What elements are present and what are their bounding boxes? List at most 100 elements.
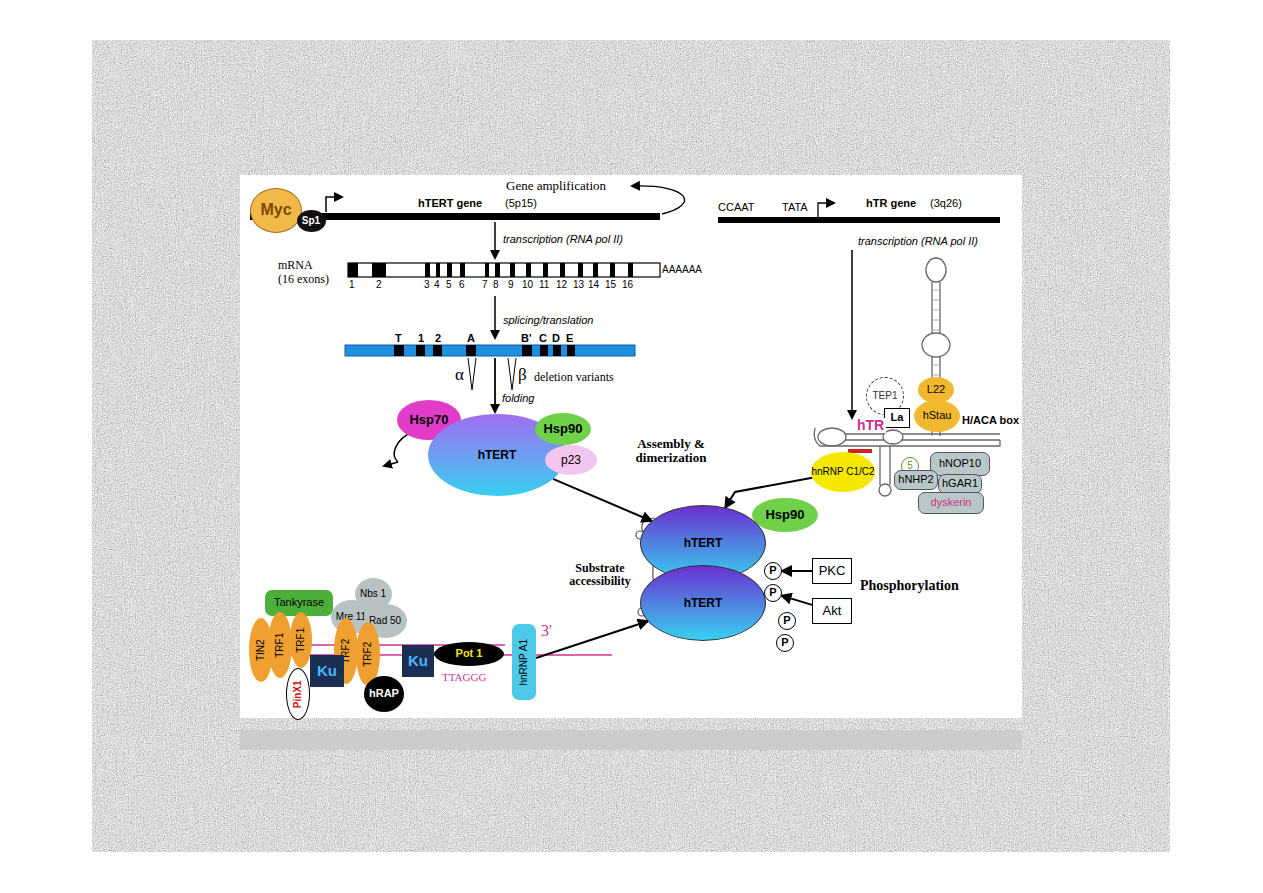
label: 4 [434, 279, 440, 290]
node-text: TRF1 [275, 633, 286, 658]
node-text: hTERT [478, 449, 517, 462]
node-text: TRF2 [363, 642, 374, 667]
chaperone-node: p23 [545, 445, 597, 475]
node-text: Hsp90 [765, 508, 804, 522]
protein-node: hnRNP A1 [512, 624, 536, 700]
node-text: hTERT [684, 597, 723, 610]
label: Phosphorylation [860, 578, 959, 593]
label: (16 exons) [278, 273, 329, 286]
node-text: P [769, 565, 776, 577]
label: H/ACA box [960, 414, 1021, 426]
node-text: P [781, 637, 788, 649]
label: 12 [556, 279, 567, 290]
label: (3q26) [930, 197, 962, 209]
label: Assembly & dimerization [612, 437, 730, 466]
node-text: Myc [260, 202, 291, 219]
node-text: hNOP10 [939, 458, 981, 470]
phosphate-node: P [778, 612, 796, 630]
label: 14 [588, 279, 599, 290]
label: 6 [459, 279, 465, 290]
node-text: TRF1 [296, 628, 307, 653]
label: Substrate accessibility [552, 562, 648, 588]
kinase-node: Akt [812, 598, 852, 624]
protein-node: PinX1 [286, 668, 310, 720]
protein-node: Ku [402, 645, 434, 677]
mRNA-exons [348, 263, 660, 338]
label: hTR [855, 418, 886, 433]
protein-node: La [884, 408, 910, 428]
protein-node: hGAR1 [938, 474, 982, 494]
label: mRNA [278, 259, 313, 272]
label: 11 [539, 279, 549, 290]
protein-node: TRF1 [268, 612, 292, 678]
label: 2 [376, 279, 382, 290]
hTERT-gene [250, 186, 685, 258]
label: C [539, 332, 547, 344]
label: 3' [541, 622, 552, 640]
label: T [395, 332, 402, 344]
label: Gene amplification [506, 179, 606, 193]
protein-node: dyskerin [918, 492, 984, 514]
node-text: Ku [317, 663, 337, 679]
label: B' [521, 332, 532, 344]
node-text: L22 [927, 384, 945, 396]
bar [240, 730, 1022, 750]
label: (5p15) [505, 197, 537, 209]
label: deletion variants [534, 371, 614, 384]
node-text: PinX1 [293, 680, 304, 708]
hTR-gene [718, 203, 1000, 418]
protein-bar [345, 345, 635, 466]
node-text: P [769, 587, 776, 599]
label: α [455, 366, 464, 385]
protein-node: Pot 1 [434, 642, 504, 666]
frame [92, 40, 1170, 852]
label: CCAAT [718, 201, 754, 213]
node-text: hStau [923, 410, 952, 422]
label: hTERT gene [418, 197, 482, 209]
node-text: hnRNP C1/C2 [811, 467, 874, 478]
label: E [566, 332, 573, 344]
protein-node: hNOP10 [930, 452, 990, 476]
label: β [518, 366, 527, 385]
arrow [782, 596, 812, 605]
chaperone-node: Hsp90 [535, 413, 591, 445]
node-text: dyskerin [931, 497, 972, 509]
protein-node: hNHP2 [894, 470, 938, 490]
label: transcription (RNA pol II) [858, 235, 978, 247]
phosphate-node: P [764, 562, 782, 580]
label: folding [502, 392, 534, 404]
label: hTR gene [866, 197, 916, 209]
label: 9 [508, 279, 514, 290]
label: A [467, 332, 475, 344]
node-text: hRAP [369, 688, 399, 700]
node-text: hGAR1 [942, 478, 978, 490]
node-text: La [891, 412, 904, 424]
protein-node: Myc [250, 188, 302, 233]
label: 15 [605, 279, 616, 290]
protein-node: hnRNP C1/C2 [811, 452, 875, 492]
node-text: hnRNP A1 [519, 639, 530, 686]
label: 1 [349, 279, 355, 290]
node-text: PKC [819, 564, 846, 578]
node-text: Tankyrase [274, 597, 324, 609]
label: 10 [522, 279, 533, 290]
protein-node: hStau [914, 400, 960, 432]
label: 1 [418, 332, 424, 344]
node-text: p23 [561, 454, 581, 467]
node-text: Pot 1 [456, 648, 483, 660]
arrow [536, 621, 648, 658]
node-text: Hsp90 [543, 422, 582, 436]
enzyme-node: hTERT [640, 565, 766, 641]
chaperone-node: Hsp90 [752, 498, 818, 532]
label: splicing/translation [503, 314, 594, 326]
label: 3 [424, 279, 430, 290]
node-text: Rad 50 [369, 616, 401, 627]
kinase-node: PKC [812, 558, 852, 584]
node-text: Sp1 [302, 216, 320, 227]
node-text: Hsp70 [409, 413, 448, 427]
texture [92, 40, 1170, 852]
node-text: TIN2 [256, 639, 267, 661]
panel [240, 175, 1022, 718]
